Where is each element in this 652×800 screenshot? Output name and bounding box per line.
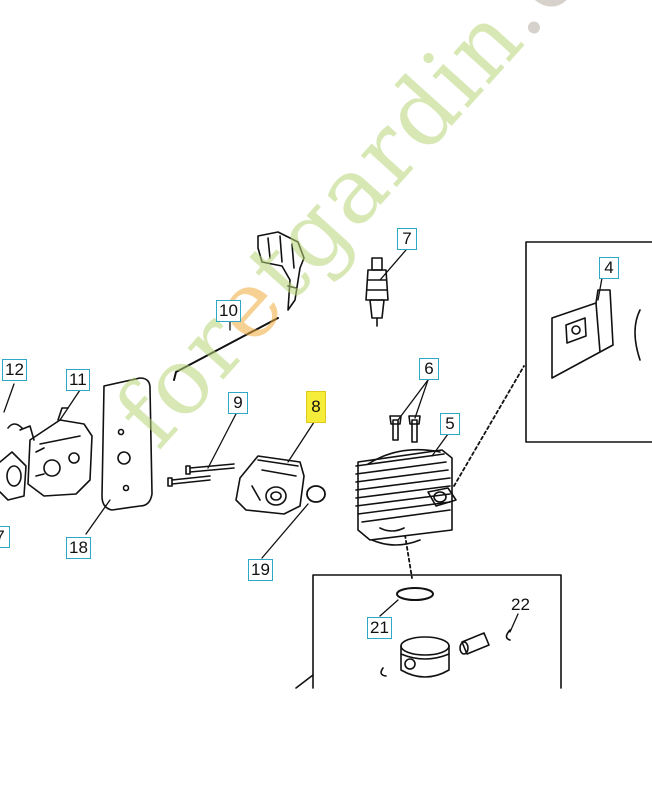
callout-4[interactable]: 4 — [599, 257, 619, 279]
callout-10[interactable]: 10 — [216, 300, 241, 322]
callout-5[interactable]: 5 — [440, 413, 460, 435]
inset-frame-bottom — [312, 574, 562, 689]
cylinder-part — [355, 448, 457, 546]
throttle-lever-part — [257, 231, 305, 311]
callout-22[interactable]: 22 — [511, 595, 530, 614]
callout-11[interactable]: 11 — [66, 369, 90, 391]
piston-pin-part — [459, 632, 490, 655]
throttle-cable-part — [173, 317, 279, 381]
piston-part — [400, 636, 450, 678]
callout-12[interactable]: 12 — [2, 359, 27, 381]
callout-6[interactable]: 6 — [419, 358, 439, 380]
spark-plug-part — [365, 257, 389, 327]
piston-ring-part — [396, 587, 434, 601]
o-ring-part — [306, 485, 326, 503]
screws-part — [167, 463, 235, 487]
callout-19[interactable]: 19 — [248, 559, 273, 581]
gasket-plate-part — [101, 377, 153, 511]
callout-7[interactable]: 7 — [397, 228, 417, 250]
callout-8-highlighted[interactable]: 8 — [306, 391, 326, 423]
intake-manifold-part — [235, 455, 305, 515]
callout-7-left[interactable]: 7 — [0, 526, 10, 548]
inset-frame-top-right — [525, 241, 652, 443]
bracket-gasket-part — [551, 289, 641, 379]
carburetor-part — [19, 407, 93, 497]
circlip-part — [505, 629, 511, 641]
callout-21[interactable]: 21 — [367, 617, 392, 639]
air-filter-part — [0, 423, 27, 501]
callout-9[interactable]: 9 — [228, 392, 248, 414]
callout-18[interactable]: 18 — [66, 537, 91, 559]
cylinder-bolts-part — [389, 415, 421, 443]
